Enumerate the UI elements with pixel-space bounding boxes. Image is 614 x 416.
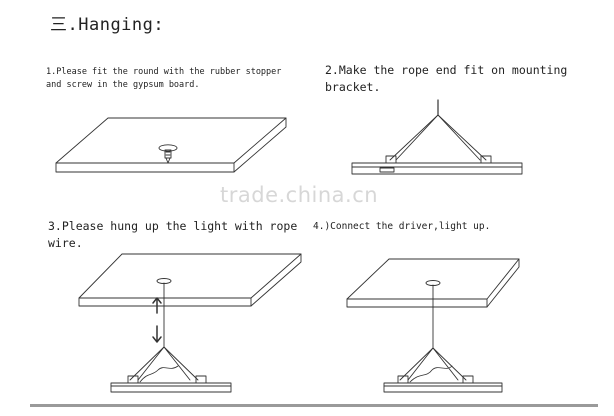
fig4-light-connected bbox=[346, 258, 520, 393]
fig3-hang-light bbox=[78, 253, 302, 393]
fig2-light-bracket bbox=[351, 99, 523, 175]
watermark: trade.china.cn bbox=[220, 183, 379, 207]
step-1-text: 1.Please fit the round with the rubber s… bbox=[46, 67, 282, 90]
step-2-text: 2.Make the rope end fit on mounting brac… bbox=[325, 63, 568, 94]
bottom-divider bbox=[30, 404, 598, 407]
section-title: 三.Hanging: bbox=[50, 15, 165, 35]
fig1-ceiling-anchor bbox=[55, 117, 287, 173]
step-4-text: 4.)Connect the driver,light up. bbox=[313, 221, 491, 232]
step-3-text: 3.Please hung up the light with rope wir… bbox=[48, 219, 298, 250]
